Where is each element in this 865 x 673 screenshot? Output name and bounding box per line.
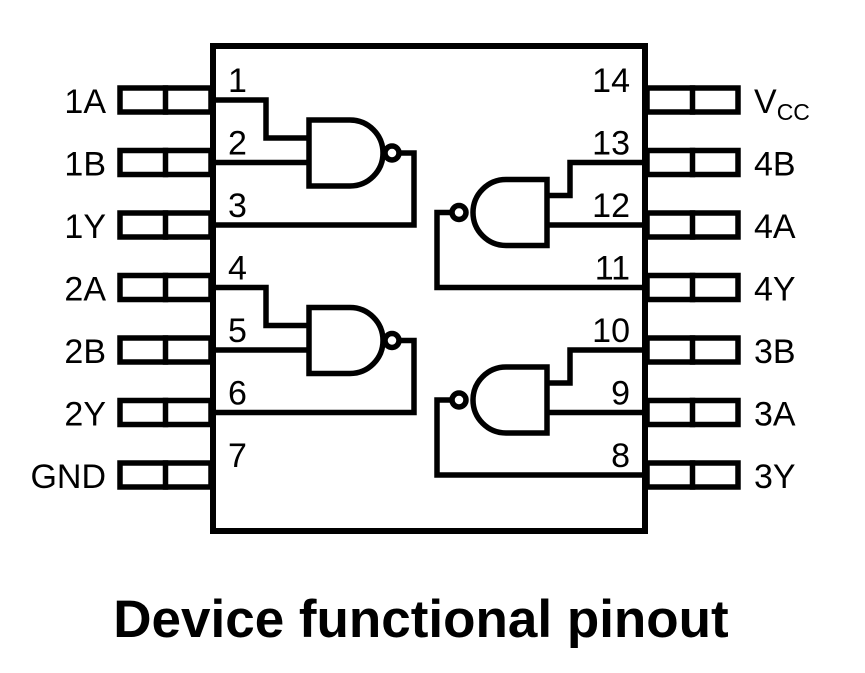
pin-number: 13 <box>592 125 630 163</box>
pin-number: 7 <box>228 437 247 475</box>
pin-label: 3Y <box>754 458 796 496</box>
pin-label: 2B <box>64 333 106 371</box>
pin-label: 4Y <box>754 271 796 309</box>
gate-input-a-wire <box>544 347 648 386</box>
gate-4-nand-symbol <box>470 176 550 249</box>
pin-number: 9 <box>611 375 630 413</box>
gate-input-a-wire <box>210 97 312 141</box>
pin-number: 2 <box>228 125 247 163</box>
pin-number: 11 <box>595 250 630 288</box>
gate-output-wire <box>434 209 648 291</box>
gate-output-wire <box>210 150 417 228</box>
pin-label: 4A <box>754 208 796 246</box>
pin-label: 3A <box>754 396 796 434</box>
pin-label: VCC <box>754 83 810 125</box>
gate-output-wire <box>434 397 648 478</box>
pin-label: GND <box>30 458 106 496</box>
inverter-bubble-icon <box>449 390 469 410</box>
pin-number: 3 <box>228 187 247 225</box>
pin-label: 1A <box>64 83 106 121</box>
inverter-bubble-icon <box>382 143 402 163</box>
pin-label: 1Y <box>64 208 106 246</box>
gate-2-nand-symbol <box>306 304 386 377</box>
inverter-bubble-icon <box>382 330 402 351</box>
pin-number: 12 <box>592 187 630 225</box>
pin-label: 1B <box>64 146 106 184</box>
gate-3-nand-symbol <box>470 364 550 436</box>
pin-number: 4 <box>228 250 247 288</box>
pin-number: 6 <box>228 375 247 413</box>
gate-1-nand-symbol <box>306 117 386 189</box>
pin-label: 2Y <box>64 396 106 434</box>
caption: Device functional pinout <box>113 590 728 649</box>
pin-label: 3B <box>754 333 796 371</box>
pin-label: 2A <box>64 271 106 309</box>
pin-number: 8 <box>611 437 630 475</box>
pin-label-subscript: CC <box>777 99 810 125</box>
gate-output-wire <box>210 337 417 416</box>
inverter-bubble-icon <box>449 202 469 223</box>
pin-number: 5 <box>228 312 247 350</box>
pin-number: 1 <box>228 62 247 100</box>
pin-number: 14 <box>592 62 630 100</box>
gate-input-a-wire <box>544 159 648 199</box>
gate-input-a-wire <box>210 284 312 329</box>
pin-number: 10 <box>592 312 630 350</box>
pin-label: 4B <box>754 146 796 184</box>
pin-label-main: V <box>754 83 777 121</box>
